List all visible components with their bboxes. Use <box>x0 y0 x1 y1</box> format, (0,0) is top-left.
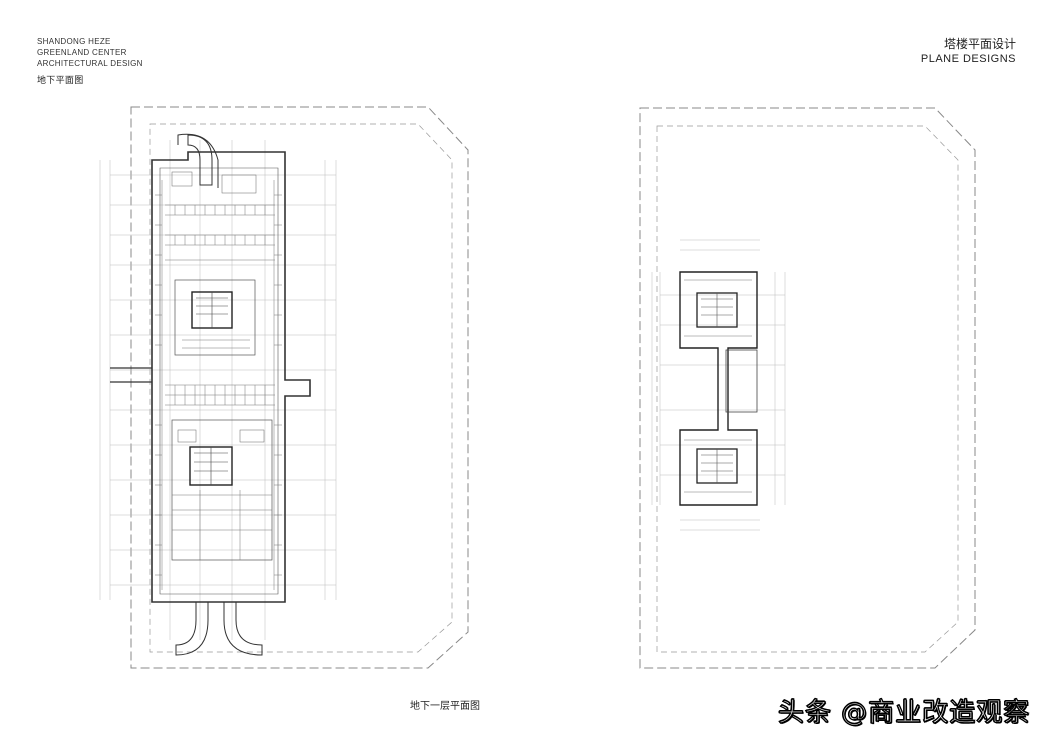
core-upper <box>174 279 256 356</box>
tower-grid-lines <box>651 239 786 531</box>
project-line-1: SHANDONG HEZE <box>37 37 111 46</box>
parking-stalls <box>155 180 282 590</box>
project-line-3: ARCHITECTURAL DESIGN <box>37 59 143 68</box>
project-line-2: GREENLAND CENTER <box>37 48 127 57</box>
core-lower <box>171 419 273 561</box>
tower-plan <box>639 107 976 669</box>
basement-plan-caption: 地下一层平面图 <box>410 701 480 712</box>
basement-plan <box>99 106 469 669</box>
section-title-cn: 塔楼平面设计 <box>943 37 1016 51</box>
project-title-block: SHANDONG HEZE GREENLAND CENTER ARCHITECT… <box>37 36 143 86</box>
sheet-subtitle: 地下平面图 <box>37 75 84 85</box>
watermark: 头条 @商业改造观察 <box>777 697 1031 728</box>
section-title-block: 塔楼平面设计 PLANE DESIGNS <box>921 36 1016 66</box>
section-title-en: PLANE DESIGNS <box>920 53 1016 65</box>
